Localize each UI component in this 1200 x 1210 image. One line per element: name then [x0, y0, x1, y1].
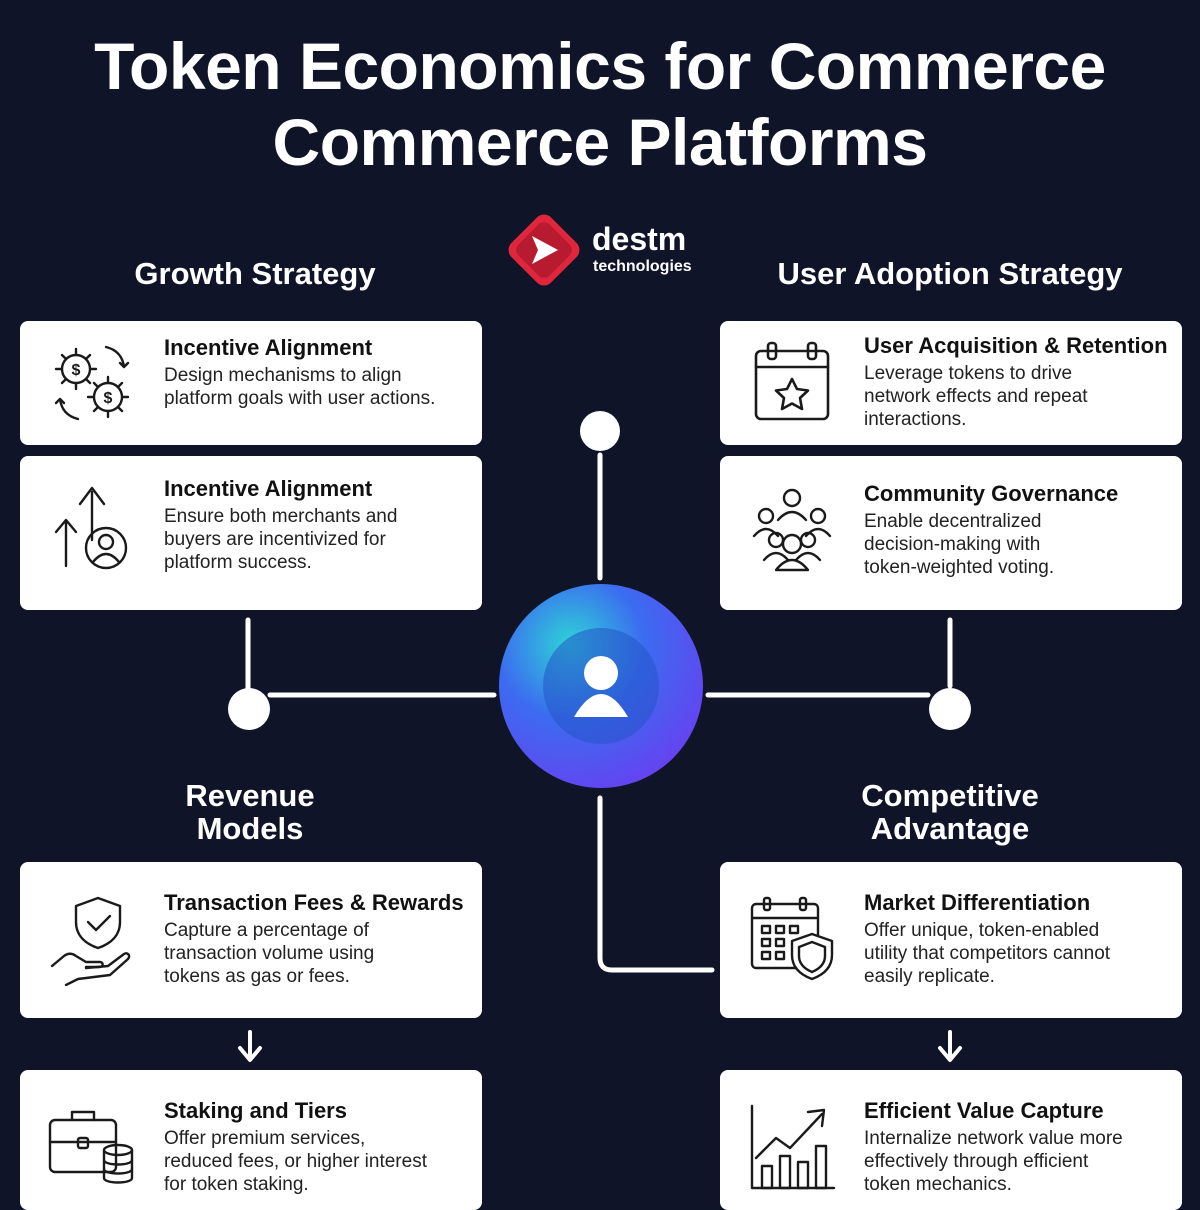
svg-text:$: $ — [104, 390, 113, 407]
card-description-line: easily replicate. — [864, 966, 995, 987]
logo-sub-text: technologies — [593, 258, 692, 275]
page-title-line-2: Commerce Platforms — [272, 105, 928, 179]
card-description: Ensure both merchants and buyers are inc… — [164, 505, 472, 574]
card-title: Efficient Value Capture — [864, 1098, 1104, 1123]
card-description-line: reduced fees, or higher interest — [164, 1151, 427, 1172]
card-description-line: tokens as gas or fees. — [164, 966, 350, 987]
card-description: Design mechanisms to align platform goal… — [164, 364, 472, 410]
card-description-line: Leverage tokens to drive — [864, 363, 1073, 384]
card-title: User Acquisition & Retention — [864, 333, 1168, 358]
card-description: Leverage tokens to drive network effects… — [864, 362, 1172, 431]
down-arrow-icon — [238, 1030, 262, 1062]
card-description: Internalize network value more effective… — [864, 1127, 1172, 1196]
card-description-line: Offer unique, token-enabled — [864, 920, 1100, 941]
card-title: Community Governance — [864, 481, 1119, 506]
section-title-competitive-line-1: Competitive — [861, 778, 1039, 813]
card-description-line: for token staking. — [164, 1174, 309, 1195]
card-description-line: buyers are incentivized for — [164, 529, 386, 550]
card-description-line: platform success. — [164, 552, 312, 573]
card-description-line: Capture a percentage of — [164, 920, 369, 941]
page-title-line-1: Token Economics for Commerce — [94, 29, 1106, 103]
card-title: Staking and Tiers — [164, 1098, 347, 1123]
logo-brand-text: destm — [592, 221, 687, 257]
section-title-revenue-line-1: Revenue — [185, 778, 315, 813]
card-incentive-alignment-2: Incentive Alignment Ensure both merchant… — [20, 456, 482, 610]
card-description-line: decision-making with — [864, 534, 1041, 555]
card-description-line: Design mechanisms to align — [164, 365, 402, 386]
card-description-line: transaction volume using — [164, 943, 375, 964]
card-description-line: platform goals with user actions. — [164, 388, 436, 409]
section-title-competitive-line-2: Advantage — [870, 811, 1030, 846]
card-description-line: utility that competitors cannot — [864, 943, 1111, 964]
community-group-icon — [746, 484, 838, 576]
gears-dollar-icon: $ $ — [46, 337, 138, 429]
card-description: Enable decentralized decision-making wit… — [864, 510, 1172, 579]
card-description-line: token-weighted voting. — [864, 557, 1055, 578]
section-title-revenue: Revenue Models — [100, 779, 400, 845]
card-incentive-alignment-1: $ $ Incentive Alignment Design mechanism… — [20, 321, 482, 445]
card-description: Capture a percentage of transaction volu… — [164, 919, 472, 988]
card-community-governance: Community Governance Enable decentralize… — [720, 456, 1182, 610]
section-title-revenue-line-2: Models — [196, 811, 304, 846]
card-description-line: Ensure both merchants and — [164, 506, 398, 527]
card-title: Transaction Fees & Rewards — [164, 890, 464, 915]
hand-shield-icon — [46, 894, 138, 987]
node-left — [228, 688, 270, 730]
central-hub — [499, 584, 703, 788]
card-description-line: interactions. — [864, 409, 967, 430]
card-transaction-fees-rewards: Transaction Fees & Rewards Capture a per… — [20, 862, 482, 1018]
growth-chart-icon — [746, 1102, 838, 1194]
down-arrow-icon — [938, 1030, 962, 1062]
card-title: Incentive Alignment — [164, 476, 373, 501]
card-description: Offer premium services, reduced fees, or… — [164, 1127, 472, 1196]
card-description-line: Offer premium services, — [164, 1128, 366, 1149]
card-title: Incentive Alignment — [164, 335, 373, 360]
calendar-star-icon — [746, 337, 838, 429]
card-staking-tiers: Staking and Tiers Offer premium services… — [20, 1070, 482, 1210]
card-description-line: network effects and repeat — [864, 386, 1088, 407]
user-icon — [574, 656, 628, 717]
calendar-shield-icon — [746, 894, 838, 986]
card-efficient-value-capture: Efficient Value Capture Internalize netw… — [720, 1070, 1182, 1210]
section-title-competitive: Competitive Advantage — [800, 779, 1100, 845]
connector-bottom — [597, 795, 715, 973]
card-description-line: effectively through efficient — [864, 1151, 1089, 1172]
node-top — [580, 411, 620, 451]
section-title-growth: Growth Strategy — [134, 256, 376, 291]
logo-mark-icon — [508, 214, 580, 286]
section-title-adoption: User Adoption Strategy — [777, 256, 1123, 291]
card-description-line: Internalize network value more — [864, 1128, 1123, 1149]
brand-logo: destm technologies — [500, 206, 710, 294]
briefcase-coins-icon — [46, 1100, 138, 1192]
card-description-line: Enable decentralized — [864, 511, 1042, 532]
svg-text:$: $ — [72, 362, 81, 379]
card-user-acquisition-retention: User Acquisition & Retention Leverage to… — [720, 321, 1182, 445]
node-right — [929, 688, 971, 730]
card-description-line: token mechanics. — [864, 1174, 1012, 1195]
card-market-differentiation: Market Differentiation Offer unique, tok… — [720, 862, 1182, 1018]
user-growth-arrows-icon — [46, 482, 138, 574]
card-description: Offer unique, token-enabled utility that… — [864, 919, 1172, 988]
card-title: Market Differentiation — [864, 890, 1091, 915]
